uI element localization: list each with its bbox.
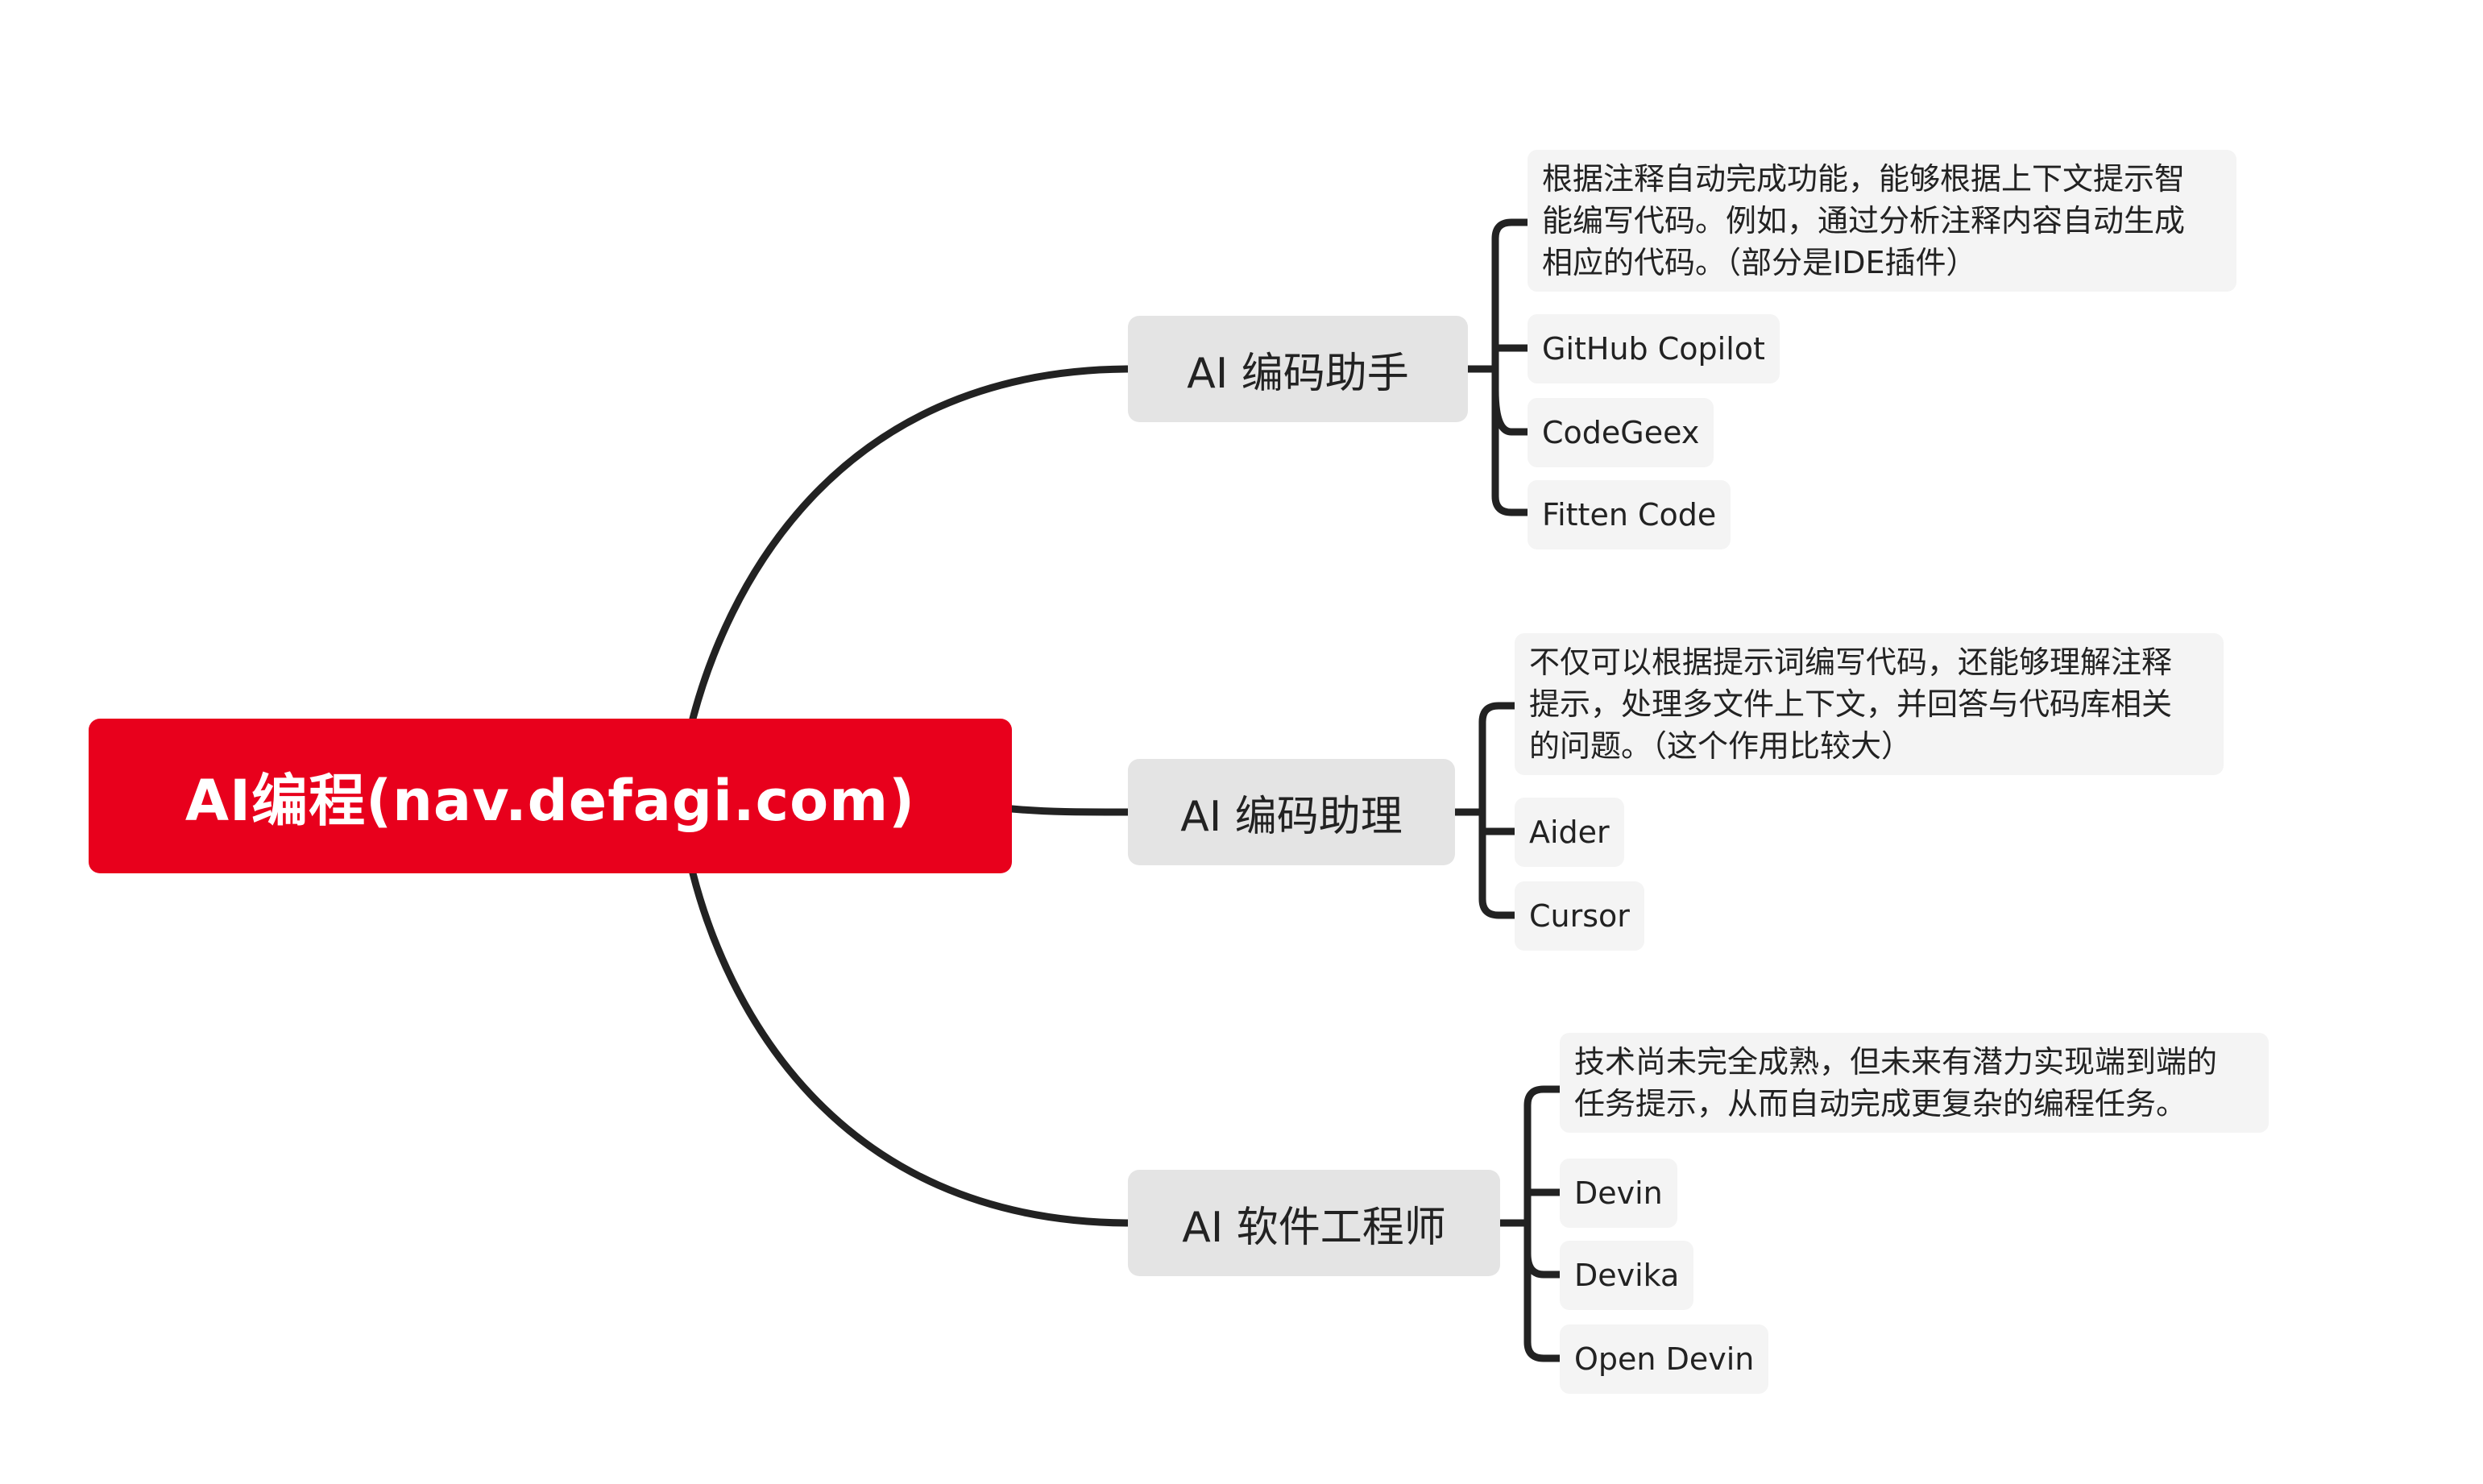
- bracket-branch-3: [1496, 1085, 1564, 1362]
- branch-1-description: 根据注释自动完成功能，能够根据上下文提示智 能编写代码。例如，通过分析注释内容自…: [1528, 150, 2236, 292]
- description-line: 相应的代码。（部分是IDE插件）: [1542, 245, 1977, 280]
- branch-ai-coding-assistant[interactable]: AI 编码助手: [1128, 316, 1468, 422]
- description-line: 任务提示，从而自动完成更复杂的编程任务。: [1574, 1086, 2187, 1121]
- leaf-devin[interactable]: Devin: [1560, 1159, 1677, 1228]
- leaf-github-copilot[interactable]: GitHub Copilot: [1528, 314, 1780, 383]
- connector-root-branch-1: [689, 365, 1132, 723]
- description-line: 能编写代码。例如，通过分析注释内容自动生成: [1542, 203, 2186, 238]
- bracket-branch-2: [1451, 702, 1519, 919]
- connector-root-branch-3: [689, 869, 1132, 1227]
- leaf-aider[interactable]: Aider: [1515, 798, 1624, 867]
- leaf-open-devin[interactable]: Open Devin: [1560, 1324, 1769, 1394]
- leaf-fitten-code[interactable]: Fitten Code: [1528, 480, 1731, 549]
- leaf-codegeex[interactable]: CodeGeex: [1528, 398, 1714, 467]
- branch-3-description: 技术尚未完全成熟，但未来有潜力实现端到端的 任务提示，从而自动完成更复杂的编程任…: [1560, 1033, 2269, 1133]
- description-line: 不仅可以根据提示词编写代码，还能够理解注释: [1529, 645, 2173, 680]
- description-line: 提示，处理多文件上下文，并回答与代码库相关: [1529, 686, 2173, 722]
- leaf-cursor[interactable]: Cursor: [1515, 881, 1644, 951]
- description-line: 技术尚未完全成熟，但未来有潜力实现端到端的: [1574, 1044, 2218, 1080]
- bracket-branch-1: [1464, 218, 1532, 516]
- branch-2-description: 不仅可以根据提示词编写代码，还能够理解注释 提示，处理多文件上下文，并回答与代码…: [1515, 633, 2224, 775]
- connector-root-branch-2: [1008, 805, 1132, 816]
- leaf-devika[interactable]: Devika: [1560, 1241, 1694, 1310]
- description-line: 根据注释自动完成功能，能够根据上下文提示智: [1542, 161, 2186, 197]
- description-line: 的问题。（这个作用比较大）: [1529, 728, 1913, 764]
- branch-ai-software-engineer[interactable]: AI 软件工程师: [1128, 1170, 1500, 1276]
- root-node[interactable]: AI编程(nav.defagi.com): [89, 719, 1012, 873]
- branch-ai-coding-agent[interactable]: AI 编码助理: [1128, 759, 1455, 865]
